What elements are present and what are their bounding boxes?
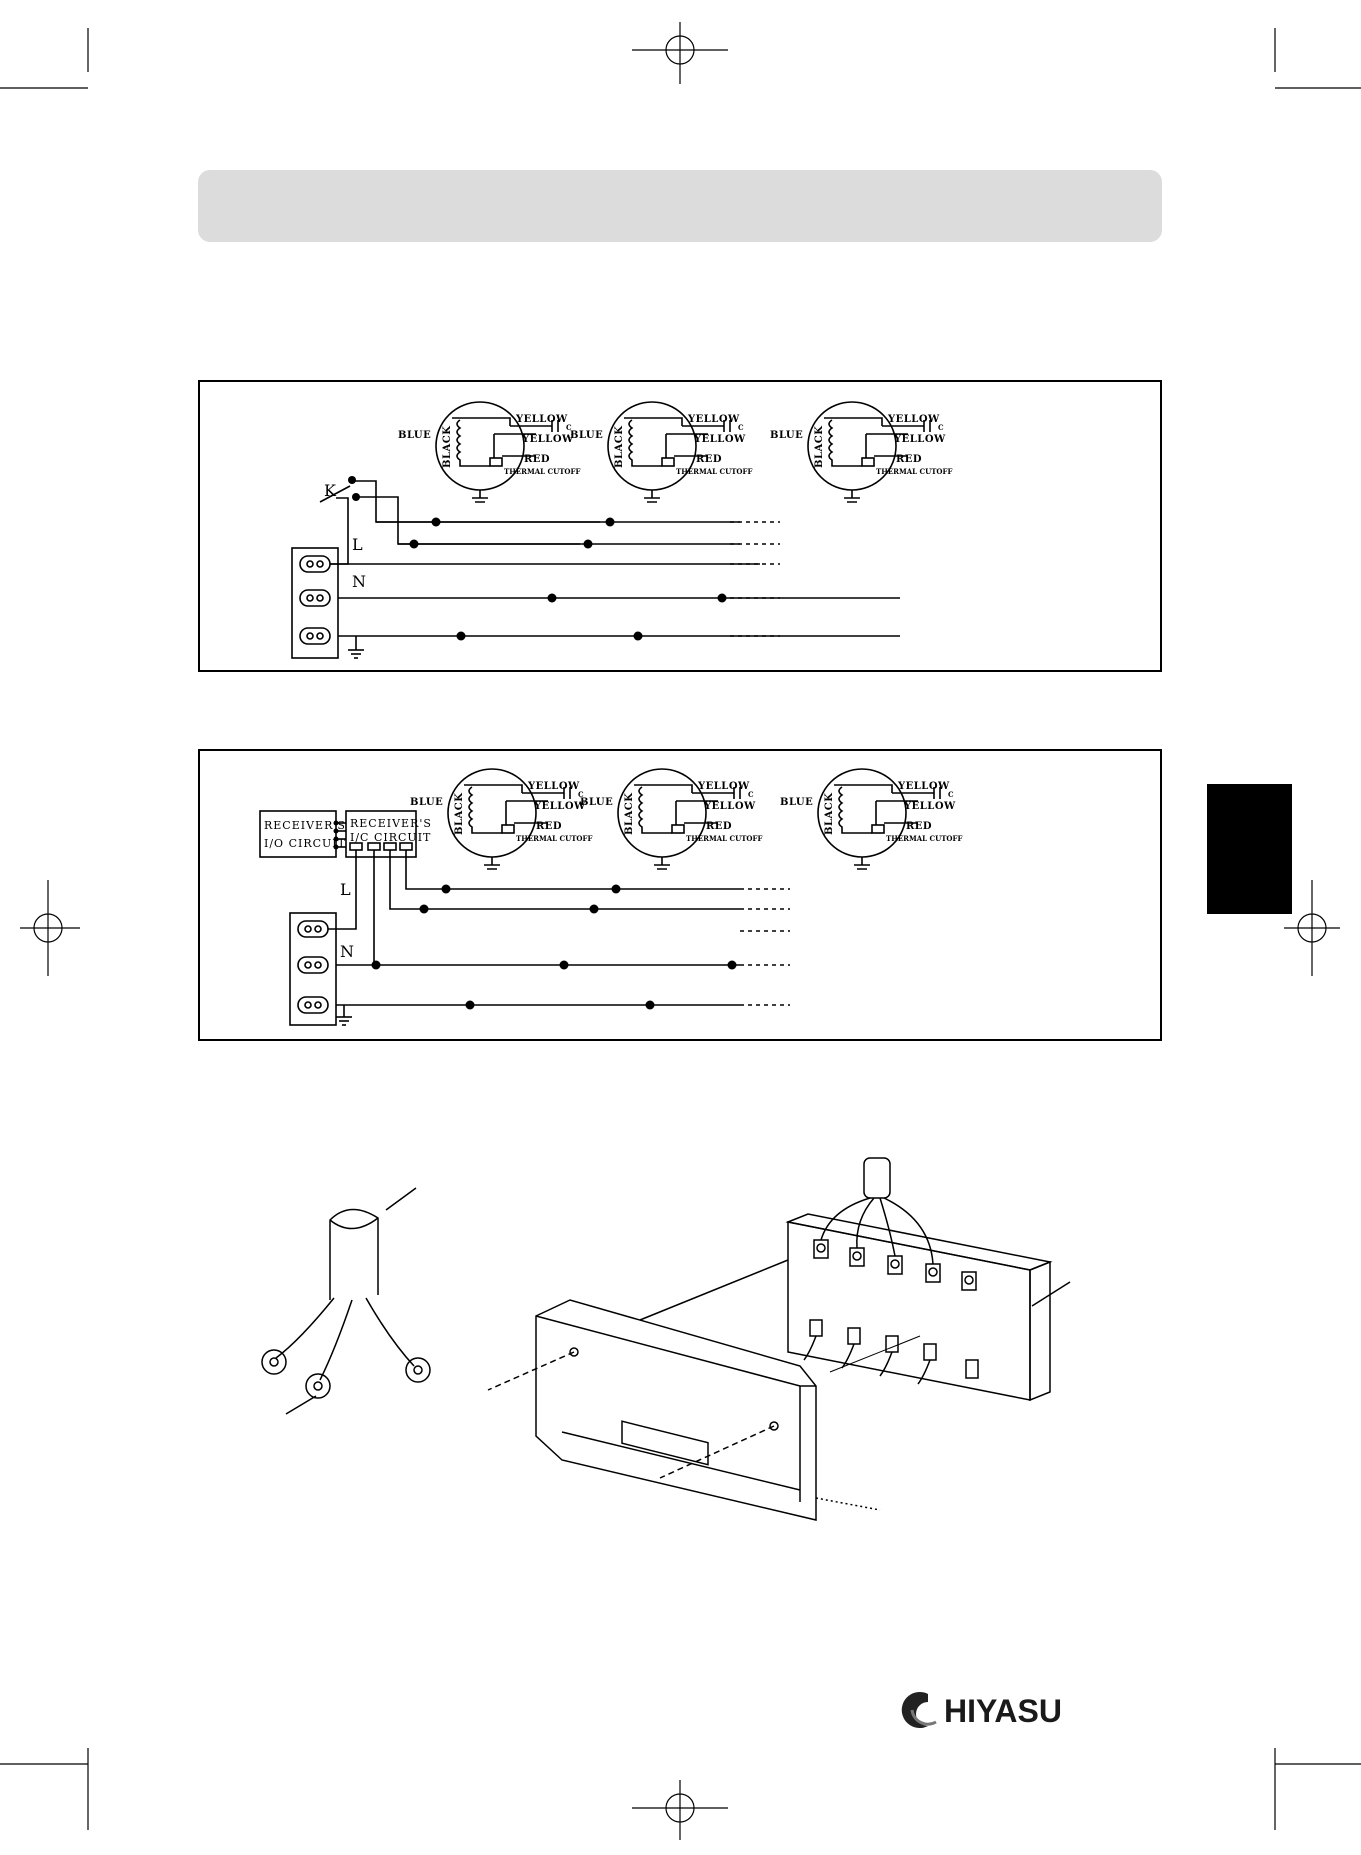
receiver-io-label-1: RECEIVER'S — [264, 819, 346, 832]
neutral-label-2: N — [340, 942, 354, 961]
wiring-diagram-switch-svg: K L N YELLOW YELLOW RED THERMAL CUTOFF BLACK… — [291, 401, 952, 659]
yellow-label-lower-p2-3: YELLOW — [903, 801, 956, 812]
capacitor-label-p1-3: C — [938, 423, 944, 432]
neutral-label-1: N — [352, 572, 366, 591]
thermal-cutoff-label-p2-1: THERMAL CUTOFF — [516, 834, 592, 843]
capacitor-label-p2-3: C — [948, 790, 954, 799]
blue-label-p2-3: BLUE — [780, 797, 813, 808]
black-label-p1-1: BLACK — [442, 426, 453, 468]
section-header-bar — [198, 170, 1162, 242]
motor-p2-1: YELLOW YELLOW RED THERMAL CUTOFF BLACK BLUE C — [410, 768, 592, 870]
capacitor-label-p1-2: C — [738, 423, 744, 432]
yellow-label-p2-2: YELLOW — [697, 781, 750, 792]
red-label-p2-2: RED — [706, 821, 732, 832]
black-label-p1-3: BLACK — [814, 426, 825, 468]
red-label-p1-2: RED — [696, 454, 722, 465]
blue-label-p1-2: BLUE — [570, 430, 603, 441]
brand-swirl-icon: HIYASU — [901, 1692, 1062, 1729]
brand-name: HIYASU — [944, 1693, 1062, 1729]
yellow-label-lower-p1-3: YELLOW — [893, 434, 946, 445]
yellow-label-lower-p2-2: YELLOW — [703, 801, 756, 812]
motor-p1-2: YELLOW YELLOW RED THERMAL CUTOFF BLACK BLUE C — [570, 401, 752, 503]
wiring-diagram-receiver: RECEIVER'S I/O CIRCUIT RECEIVER'S I/C CI… — [198, 749, 1162, 1041]
yellow-label-lower-p1-1: YELLOW — [521, 434, 574, 445]
thermal-cutoff-label-p2-3: THERMAL CUTOFF — [886, 834, 962, 843]
blue-label-p2-2: BLUE — [580, 797, 613, 808]
receiver-io-label-2: I/O CIRCUIT — [264, 837, 346, 850]
black-label-p2-3: BLACK — [824, 793, 835, 835]
blue-label-p2-1: BLUE — [410, 797, 443, 808]
blue-label-p1-3: BLUE — [770, 430, 803, 441]
switch-label-1: K — [324, 481, 337, 500]
thermal-cutoff-label-p2-2: THERMAL CUTOFF — [686, 834, 762, 843]
thermal-cutoff-label-p1-2: THERMAL CUTOFF — [676, 467, 752, 476]
red-label-p1-3: RED — [896, 454, 922, 465]
wiring-diagram-switch: K L N YELLOW YELLOW RED THERMAL CUTOFF BLACK… — [198, 380, 1162, 672]
yellow-label-p2-1: YELLOW — [527, 781, 580, 792]
chapter-tab — [1207, 784, 1292, 914]
brand-logo: HIYASU — [892, 1690, 1124, 1730]
live-label-2: L — [340, 880, 351, 899]
black-label-p2-1: BLACK — [454, 793, 465, 835]
capacitor-label-p2-1: C — [578, 790, 584, 799]
yellow-label-lower-p2-1: YELLOW — [533, 801, 586, 812]
live-label-1: L — [352, 535, 363, 554]
receiver-ic-label-2: I/C CIRCUIT — [350, 831, 431, 844]
capacitor-label-p2-2: C — [748, 790, 754, 799]
red-label-p1-1: RED — [524, 454, 550, 465]
red-label-p2-1: RED — [536, 821, 562, 832]
wiring-diagram-receiver-svg: RECEIVER'S I/O CIRCUIT RECEIVER'S I/C CI… — [259, 768, 962, 1026]
blue-label-p1-1: BLUE — [398, 430, 431, 441]
capacitor-label-p1-1: C — [566, 423, 572, 432]
yellow-label-p1-2: YELLOW — [687, 414, 740, 425]
red-label-p2-3: RED — [906, 821, 932, 832]
terminal-box-illustration — [261, 1157, 1071, 1521]
yellow-label-p1-3: YELLOW — [887, 414, 940, 425]
motor-p1-1: YELLOW YELLOW RED THERMAL CUTOFF BLACK BLUE C — [398, 401, 580, 503]
yellow-label-p1-1: YELLOW — [515, 414, 568, 425]
motor-p2-3: YELLOW YELLOW RED THERMAL CUTOFF BLACK BLUE C — [780, 768, 962, 870]
thermal-cutoff-label-p1-1: THERMAL CUTOFF — [504, 467, 580, 476]
black-label-p1-2: BLACK — [614, 426, 625, 468]
yellow-label-p2-3: YELLOW — [897, 781, 950, 792]
motor-p1-3: YELLOW YELLOW RED THERMAL CUTOFF BLACK BLUE C — [770, 401, 952, 503]
receiver-ic-label-1: RECEIVER'S — [350, 817, 432, 830]
yellow-label-lower-p1-2: YELLOW — [693, 434, 746, 445]
black-label-p2-2: BLACK — [624, 793, 635, 835]
thermal-cutoff-label-p1-3: THERMAL CUTOFF — [876, 467, 952, 476]
